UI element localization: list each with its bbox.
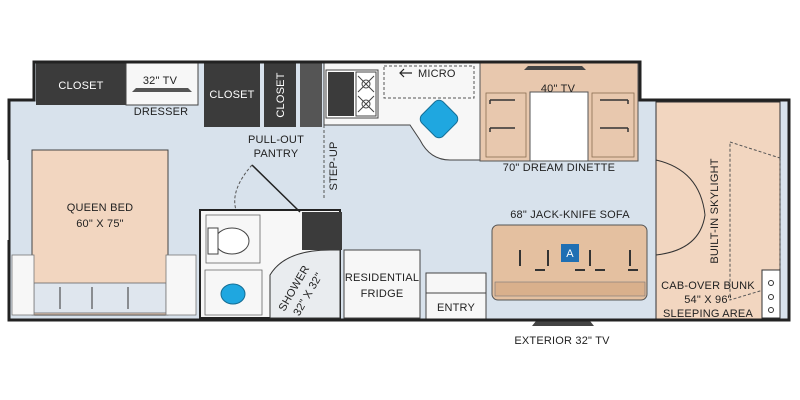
stove-cover [328, 72, 354, 116]
toilet-tank-icon [207, 227, 219, 255]
dinette-tv-label: 40" TV [541, 83, 576, 95]
exterior-tv-label: EXTERIOR 32" TV [514, 335, 610, 347]
dresser [125, 62, 199, 106]
jack-knife-sofa [491, 224, 648, 301]
dresser-label: DRESSER [134, 106, 189, 118]
bath-door-swing [251, 164, 301, 213]
cab-knob-icon [768, 280, 774, 286]
cab-knob-icon [768, 294, 774, 300]
cab-over-bunk-label: CAB-OVER BUNK [661, 280, 755, 292]
exterior-walls [7, 60, 791, 322]
microwave-outline [383, 65, 475, 99]
closet-vertical [264, 63, 296, 127]
fridge-label: FRIDGE [361, 288, 404, 300]
sofa-bracket-icon [519, 250, 631, 266]
step-up-label: STEP-UP [328, 141, 340, 190]
burner-icon [361, 99, 371, 109]
pillow-seam-icon [59, 287, 129, 309]
burner-x-icon [357, 75, 375, 113]
exterior-tv-icon [532, 321, 594, 326]
closet-left [36, 63, 126, 105]
pantry-label: PANTRY [254, 148, 299, 160]
closet-vertical-label: CLOSET [275, 72, 287, 117]
pantry-cabinet [300, 63, 322, 127]
bedroom-tv-icon [132, 88, 192, 92]
queen-bed-size-label: 60" X 75" [76, 218, 124, 230]
bath-sink-icon [220, 283, 246, 305]
entry-door [425, 292, 487, 320]
closet-left-label: CLOSET [58, 80, 103, 92]
kitchen-sink-icon [419, 99, 459, 139]
queen-bed-label: QUEEN BED [67, 202, 134, 214]
dream-dinette-label: 70" DREAM DINETTE [503, 162, 615, 174]
pull-out-label: PULL-OUT [248, 134, 304, 146]
shower-wall [302, 212, 342, 250]
bed-pillows [33, 282, 167, 314]
cab-over-size-label: 54" X 96" [684, 294, 732, 306]
sofa-marker-badge [561, 244, 579, 262]
dinette-tv-icon [524, 66, 586, 70]
cab-curve [655, 159, 706, 256]
sofa-marker-label: A [566, 248, 574, 260]
sleeping-area-label: SLEEPING AREA [663, 308, 753, 320]
jack-knife-sofa-label: 68" JACK-KNIFE SOFA [510, 209, 630, 221]
burner-icon [361, 79, 371, 89]
bath-door-arc [234, 164, 253, 211]
built-in-skylight-label: BUILT-IN SKYLIGHT [709, 158, 721, 263]
entry-label: ENTRY [437, 302, 476, 314]
dinette-cushion-right [591, 92, 635, 158]
micro-label: MICRO [418, 68, 456, 80]
dinette-seat-left-icon [489, 99, 515, 132]
pantry-detail [304, 102, 318, 126]
closet-mid-label: CLOSET [209, 89, 254, 101]
cab-knob-icon [768, 307, 774, 313]
dinette-seat-right-icon [600, 99, 629, 132]
dinette-cushion-left [485, 92, 527, 158]
micro-arrow-icon [399, 68, 412, 78]
dinette-table [529, 91, 589, 162]
toilet-icon [214, 227, 250, 255]
entry-step [425, 272, 487, 294]
residential-fridge [343, 249, 421, 319]
nightstand-left [11, 254, 35, 316]
residential-label: RESIDENTIAL [345, 272, 419, 284]
sofa-seat-bar [494, 281, 646, 297]
closet-mid [204, 63, 260, 127]
nightstand-right [165, 254, 197, 316]
bedroom-tv-label: 32" TV [143, 75, 178, 87]
burner-grid-icon [355, 71, 377, 117]
